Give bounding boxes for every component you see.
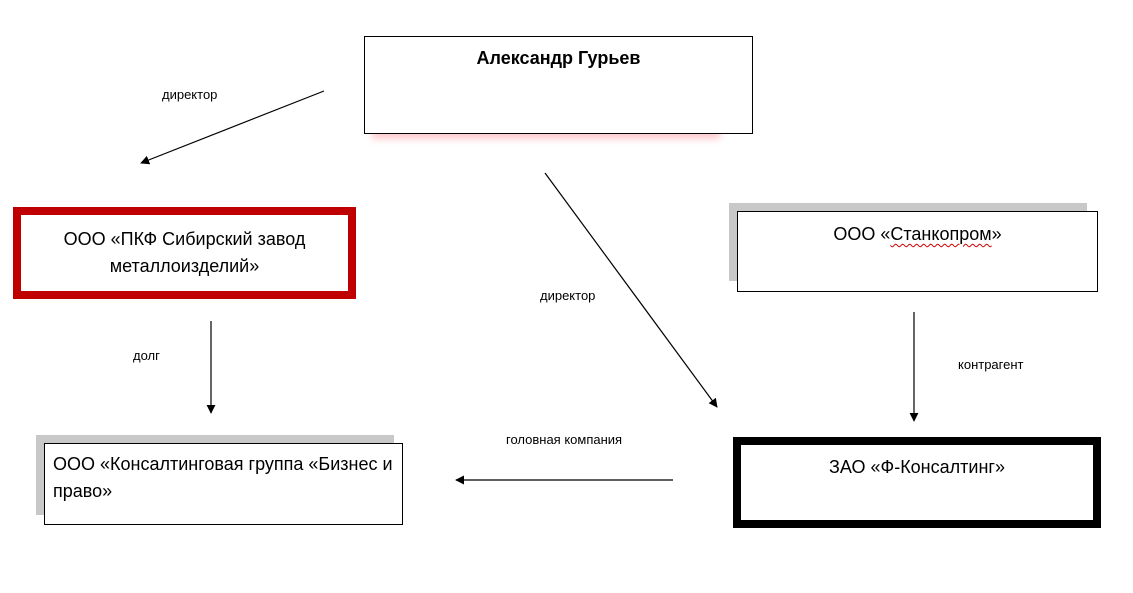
node-konsalting-group-text: ООО «Консалтинговая группа «Бизнес и пра… [53, 454, 393, 501]
node-aleksandr-gurev: Александр Гурьев [364, 36, 753, 134]
arrow-gurev-to-pkf [140, 90, 325, 165]
label-director-right: директор [540, 288, 596, 303]
node-pkf-sibirsky-zavod: ООО «ПКФ Сибирский завод металлоизделий» [13, 207, 356, 299]
node-gurev-text: Александр Гурьев [476, 48, 641, 68]
node-stankoprom-suffix: » [991, 224, 1002, 244]
node-f-konsalting-text: ЗАО «Ф-Консалтинг» [829, 457, 1005, 477]
node-konsalting-group: ООО «Консалтинговая группа «Бизнес и пра… [44, 443, 403, 525]
label-debt: долг [133, 348, 160, 363]
node-stankoprom: ООО «Станкопром» [737, 211, 1098, 292]
node-f-konsalting: ЗАО «Ф-Консалтинг» [733, 437, 1101, 528]
label-contractor: контрагент [958, 357, 1024, 372]
node-stankoprom-name: Станкопром [890, 224, 992, 244]
label-director-left: директор [162, 87, 218, 102]
label-head-company: головная компания [506, 432, 623, 447]
red-glow-under-gurev [372, 130, 720, 138]
node-pkf-text: ООО «ПКФ Сибирский завод металлоизделий» [63, 229, 306, 276]
node-stankoprom-prefix: ООО « [833, 224, 891, 244]
arrow-gurev-to-f-konsalting [544, 172, 718, 408]
